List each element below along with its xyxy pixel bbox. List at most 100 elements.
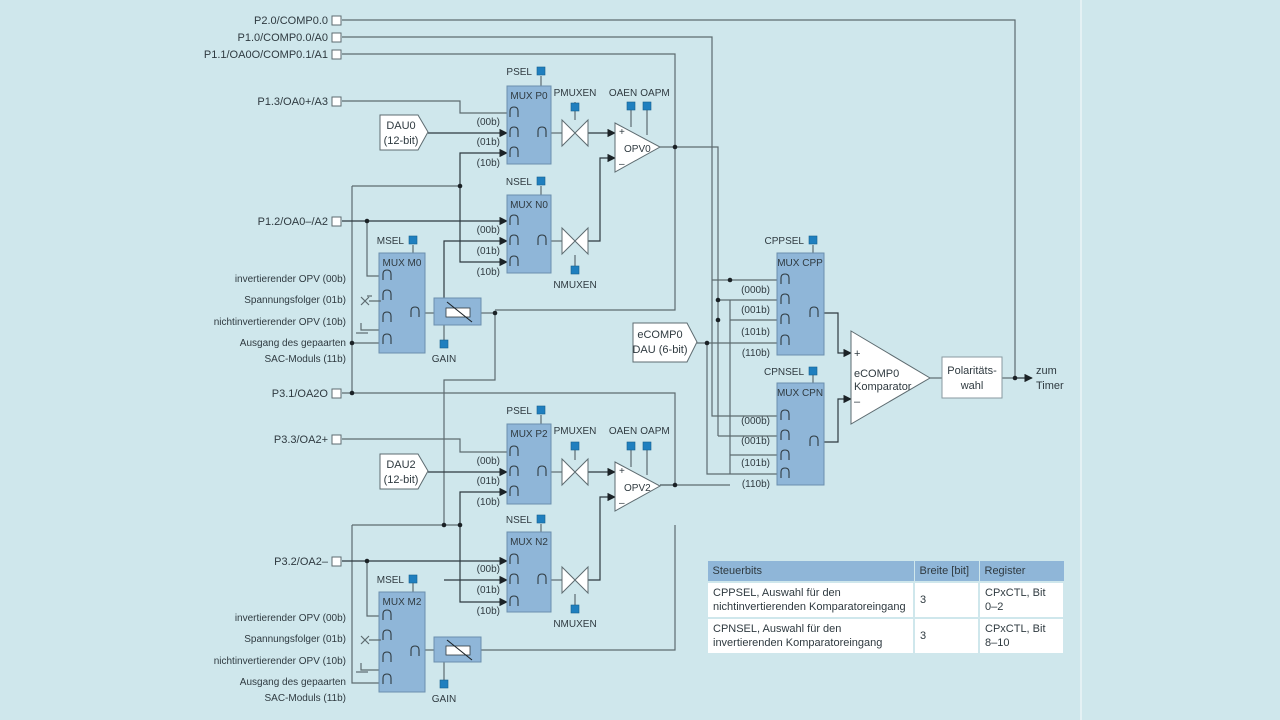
pmuxen-gate-2: [561, 458, 589, 486]
mux-p0-label: MUX P0: [510, 91, 548, 102]
pin-p1-3: [331, 96, 342, 107]
mux-m0-label: MUX M0: [383, 258, 422, 269]
msel-mode-labels: invertierender OPV (00b) Spannungsfolger…: [214, 274, 381, 704]
oapm0-label: OAPM: [640, 88, 669, 99]
control-bits: PSEL NSEL MSEL PMUXEN NMUXEN OAEN OAPM G…: [377, 66, 818, 705]
psel0-label: PSEL: [506, 67, 532, 78]
pin-p1-2-label: P1.2/OA0–/A2: [258, 216, 328, 228]
ecomp-dau-resolution: DAU (6-bit): [632, 344, 687, 356]
cpnsel-control: [808, 366, 818, 376]
code-cpn-001b: (001b): [741, 436, 770, 447]
opv2-label: OPV2: [624, 483, 651, 494]
row-cppsel-name: CPPSEL, Auswahl für den nichtinvertierend…: [706, 581, 915, 619]
comparator-label-line2: Komparator: [854, 381, 912, 393]
comparator-plus: +: [854, 348, 860, 360]
pmuxen0-control: [570, 102, 580, 112]
opamp-opv0: + – OPV0: [614, 122, 662, 173]
nmuxen0-label: NMUXEN: [553, 280, 596, 291]
gain0-control: [439, 339, 449, 349]
pin-p2-0: [331, 15, 342, 26]
gain-block-2: [433, 636, 482, 663]
code-n2-10b: (10b): [477, 606, 500, 617]
comparator-minus: –: [854, 396, 861, 408]
mux-n0-label: MUX N0: [510, 200, 548, 211]
code-p2-01b: (01b): [477, 476, 500, 487]
ecomp-comparator: + eCOMP0 Komparator –: [850, 330, 931, 425]
nmuxen2-label: NMUXEN: [553, 619, 596, 630]
msel2-control: [408, 574, 418, 584]
msel2-label: MSEL: [377, 575, 405, 586]
pin-p3-3: [331, 434, 342, 445]
msel0-label: MSEL: [377, 236, 405, 247]
opv2-plus: +: [619, 466, 625, 477]
row-cppsel-name-line2: nichtinvertierenden Komparatoreingang: [713, 601, 906, 613]
opamp-opv2: + – OPV2: [614, 461, 662, 512]
table-header-row: Steuerbits Breite [bit] Register: [706, 560, 1065, 583]
opv0-plus: +: [619, 127, 625, 138]
mux-m2-label: MUX M2: [383, 597, 422, 608]
oapm2-control: [642, 441, 652, 451]
header-breite: Breite [bit]: [913, 560, 980, 583]
pin-p3-1: [331, 388, 342, 399]
code-cpn-101b: (101b): [741, 458, 770, 469]
pin-p1-0: [331, 32, 342, 43]
polarity-select-block: Polaritäts- wahl: [941, 356, 1003, 399]
nsel2-label: NSEL: [506, 515, 533, 526]
mode-paired-2-line2: SAC-Moduls (11b): [264, 693, 346, 704]
row-cppsel-name-line1: CPPSEL, Auswahl für den: [713, 587, 841, 599]
row-cpnsel-name-line2: invertierenden Komparatoreingang: [713, 637, 883, 649]
timer-output-line1: zum: [1036, 365, 1057, 377]
mux-input-codes: (00b) (01b) (10b) (00b) (01b) (10b) (00b…: [477, 117, 770, 617]
cpnsel-label: CPNSEL: [764, 367, 804, 378]
mode-paired-0-line1: Ausgang des gepaarten: [240, 338, 346, 349]
code-cpp-110b: (110b): [742, 348, 770, 359]
comparator-label-line1: eCOMP0: [854, 368, 899, 380]
mode-follower-2: Spannungsfolger (01b): [244, 634, 346, 645]
mux-cpp: MUX CPP: [776, 252, 825, 356]
pmuxen2-control: [570, 441, 580, 451]
pin-p3-3-label: P3.3/OA2+: [274, 434, 328, 446]
mux-cpn: MUX CPN: [776, 382, 825, 486]
timer-output-line2: Timer: [1036, 380, 1064, 392]
cppsel-control: [808, 235, 818, 245]
pins: P2.0/COMP0.0 P1.0/COMP0.0/A0 P1.1/OA0O/C…: [204, 15, 342, 568]
pmuxen0-label: PMUXEN: [554, 88, 597, 99]
control-bits-table: Steuerbits Breite [bit] Register CPPSEL,…: [706, 560, 1065, 655]
row-cpnsel-register: CPxCTL, Bit 8–10: [978, 617, 1065, 655]
table-row: CPPSEL, Auswahl für den nichtinvertierend…: [706, 581, 1065, 619]
code-n0-01b: (01b): [477, 246, 500, 257]
psel0-control: [536, 66, 546, 76]
ecomp-dau-block: eCOMP0 DAU (6-bit): [632, 322, 698, 363]
header-steuerbits: Steuerbits: [706, 560, 915, 583]
row-cpnsel-width: 3: [913, 617, 980, 655]
oapm2-label: OAPM: [640, 426, 669, 437]
opv0-minus: –: [619, 159, 625, 170]
dau0-block: DAU0 (12-bit): [379, 114, 429, 151]
pin-p3-2: [331, 556, 342, 567]
mode-noninverting-0: nichtinvertierender OPV (10b): [214, 317, 346, 328]
mode-inverting-2: invertierender OPV (00b): [235, 613, 346, 624]
mux-cpn-label: MUX CPN: [777, 388, 823, 399]
pin-p1-1-label: P1.1/OA0O/COMP0.1/A1: [204, 49, 328, 61]
psel2-control: [536, 405, 546, 415]
mux-m2: MUX M2: [378, 591, 426, 693]
mux-n0: MUX N0: [506, 194, 552, 274]
mux-n2-label: MUX N2: [510, 537, 548, 548]
msel0-control: [408, 235, 418, 245]
junctions: [349, 144, 1018, 564]
oaen0-control: [626, 101, 636, 111]
opv0-label: OPV0: [624, 144, 651, 155]
code-n0-10b: (10b): [477, 267, 500, 278]
ecomp-dau-label: eCOMP0: [637, 329, 682, 341]
no-connect-icon: [360, 296, 381, 306]
pin-p1-2: [331, 216, 342, 227]
mux-n2: MUX N2: [506, 531, 552, 613]
oapm0-control: [642, 101, 652, 111]
cppsel-label: CPPSEL: [765, 236, 805, 247]
pmuxen2-label: PMUXEN: [554, 426, 597, 437]
code-p0-01b: (01b): [477, 137, 500, 148]
pmuxen-gate-0: [561, 119, 589, 147]
opv2-minus: –: [619, 498, 625, 509]
